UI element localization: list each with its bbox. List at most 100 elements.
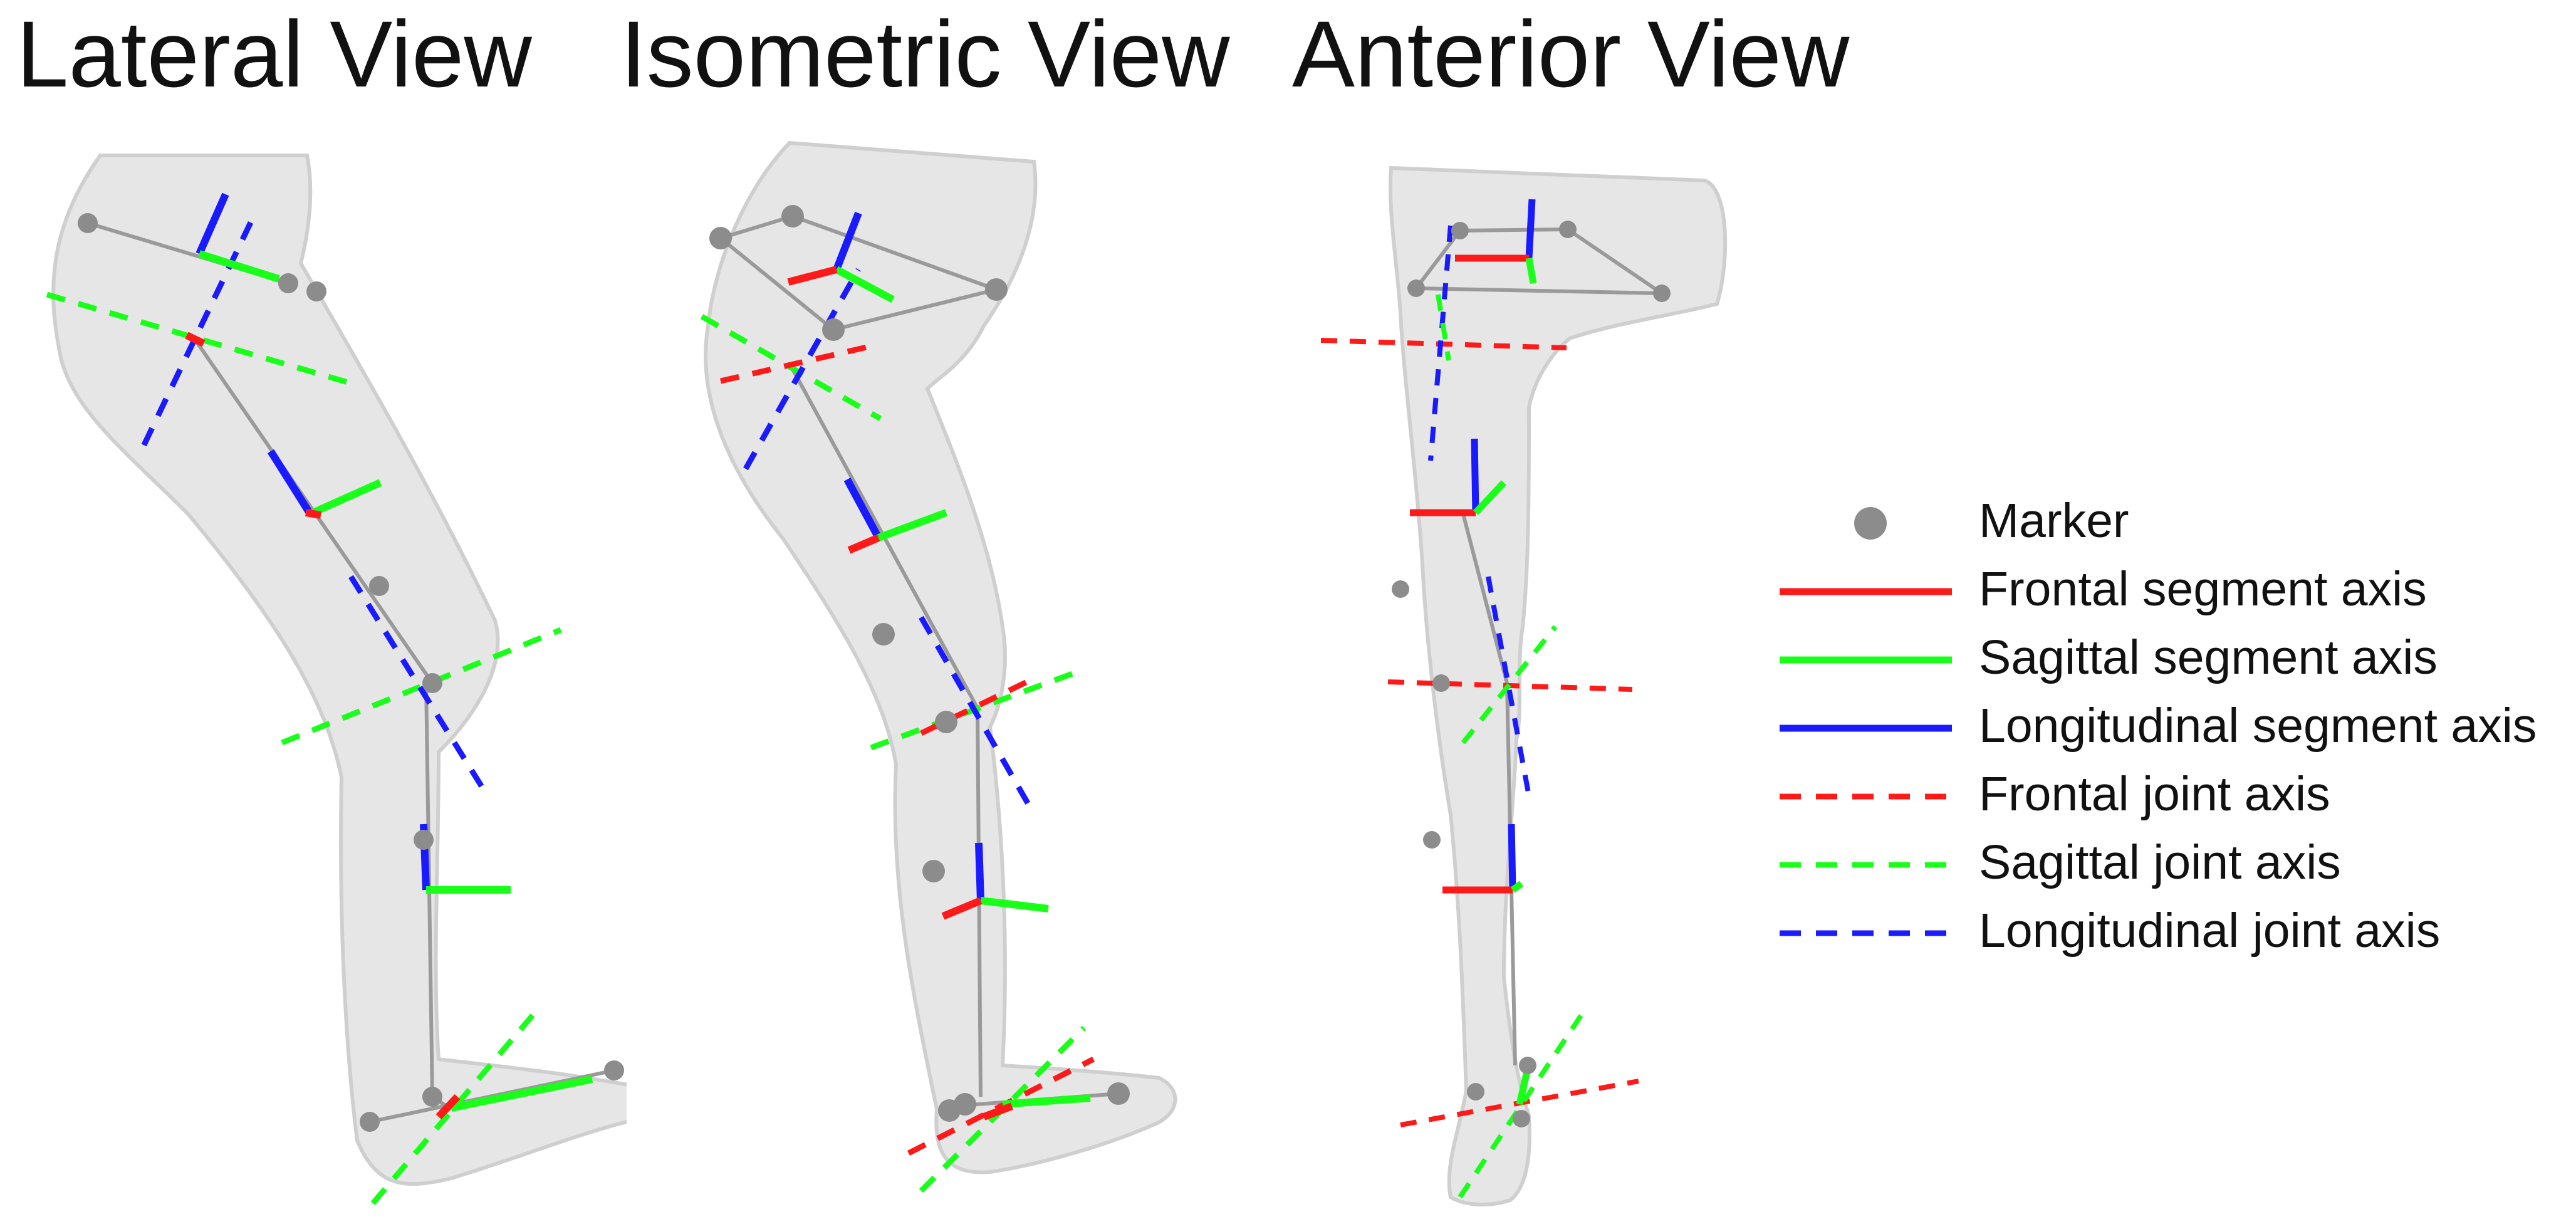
marker — [422, 1087, 442, 1107]
anterior-hip-frontal-joint-axis — [1320, 338, 1567, 350]
lateral-markers — [78, 213, 624, 1132]
marker-swatch-icon — [1854, 507, 1887, 540]
isometric-pelvis-sagittal-segment-axis — [835, 266, 895, 303]
marker — [954, 1093, 976, 1116]
isometric-view-panel — [700, 140, 1177, 1193]
legend-label: Sagittal segment axis — [1979, 630, 2438, 684]
isometric-pelvis-longitudinal-segment-axis — [833, 211, 862, 271]
isometric-foot-frontal-segment-axis — [982, 1102, 1014, 1121]
lateral-ankle-sagittal-joint-axis — [370, 1013, 535, 1205]
marker — [1407, 280, 1425, 297]
isometric-hip-frontal-joint-axis — [719, 342, 879, 384]
anterior-joint-axes — [1320, 225, 1639, 1199]
anterior-hip-longitudinal-joint-axis — [1428, 225, 1453, 461]
marker — [1451, 222, 1469, 239]
isometric-markers — [709, 205, 1130, 1122]
isometric-shank-sagittal-segment-axis — [980, 897, 1049, 913]
marker — [1432, 674, 1450, 692]
dashed-red-line-icon — [1780, 793, 1952, 800]
legend-label: Frontal segment axis — [1979, 562, 2427, 616]
marker — [1423, 831, 1441, 849]
legend-item-longitudinal-segment-axis: Longitudinal segment axis — [1780, 696, 2563, 758]
marker — [1107, 1082, 1130, 1105]
isometric-thigh-sagittal-segment-axis — [877, 509, 948, 541]
lateral-foot-frontal-segment-axis — [435, 1094, 461, 1120]
legend-label: Longitudinal joint axis — [1979, 904, 2441, 958]
lateral-pelvis-sagittal-segment-axis — [198, 250, 280, 283]
marker — [422, 673, 442, 693]
anterior-shank-sagittal-segment-axis — [1510, 881, 1524, 893]
marker — [872, 623, 895, 646]
legend-label: Marker — [1979, 494, 2129, 548]
anterior-view-panel — [1320, 165, 1728, 1206]
legend-item-marker: Marker — [1780, 491, 2563, 553]
marker — [935, 711, 957, 733]
marker — [306, 281, 326, 301]
marker — [278, 273, 298, 293]
lateral-view-panel — [46, 154, 627, 1205]
marker — [822, 318, 845, 341]
anterior-ankle-sagittal-joint-axis — [1457, 1007, 1588, 1199]
marker — [414, 830, 434, 850]
marker — [1392, 580, 1409, 598]
anterior-knee-longitudinal-joint-axis — [1486, 576, 1531, 797]
marker — [604, 1060, 624, 1080]
isometric-pelvis-frontal-segment-axis — [787, 266, 838, 286]
legend-item-frontal-segment-axis: Frontal segment axis — [1780, 559, 2563, 622]
isometric-ankle-frontal-joint-axis — [907, 1056, 1095, 1156]
isometric-knee-longitudinal-joint-axis — [919, 615, 1033, 810]
isometric-segment-axes — [787, 211, 1091, 1121]
anterior-markers — [1392, 221, 1671, 1127]
marker — [1467, 1083, 1484, 1101]
anterior-pelvis-sagittal-segment-axis — [1525, 258, 1537, 284]
lateral-leg-silhouette — [51, 154, 627, 1186]
marker — [709, 227, 732, 249]
lateral-thigh-frontal-segment-axis — [305, 509, 321, 519]
anterior-hip-sagittal-joint-axis — [1436, 294, 1451, 361]
legend-item-sagittal-joint-axis: Sagittal joint axis — [1780, 832, 2563, 895]
lateral-thigh-longitudinal-segment-axis — [267, 449, 314, 516]
isometric-thigh-longitudinal-segment-axis — [843, 478, 882, 540]
isometric-knee-frontal-joint-axis — [920, 677, 1032, 736]
lateral-thigh-sagittal-segment-axis — [308, 479, 382, 518]
solid-blue-line-icon — [1780, 724, 1952, 732]
marker — [985, 278, 1008, 301]
marker — [922, 860, 945, 882]
anterior-foot-sagittal-segment-axis — [1516, 1067, 1531, 1106]
lateral-knee-longitudinal-joint-axis — [348, 575, 488, 795]
lateral-view-title: Lateral View — [16, 1, 532, 107]
marker — [78, 213, 98, 233]
solid-green-line-icon — [1780, 656, 1952, 664]
anterior-thigh-longitudinal-segment-axis — [1471, 438, 1479, 513]
lateral-pelvis-longitudinal-segment-axis — [196, 192, 229, 256]
marker — [781, 205, 804, 227]
anterior-leg-silhouette — [1389, 165, 1728, 1206]
legend-label: Longitudinal segment axis — [1979, 699, 2537, 753]
anterior-segment-axes — [1410, 199, 1537, 1106]
legend-item-longitudinal-joint-axis: Longitudinal joint axis — [1780, 901, 2563, 963]
marker — [1559, 221, 1577, 238]
lateral-foot-sagittal-segment-axis — [450, 1075, 593, 1112]
anterior-shank-longitudinal-segment-axis — [1508, 824, 1516, 891]
legend-label: Sagittal joint axis — [1979, 835, 2341, 889]
isometric-foot-sagittal-segment-axis — [1002, 1094, 1091, 1108]
isometric-leg-silhouette — [704, 140, 1177, 1174]
marker — [1513, 1110, 1530, 1127]
lateral-hip-frontal-segment-axis — [185, 332, 206, 347]
anterior-knee-sagittal-joint-axis — [1461, 625, 1558, 745]
legend-item-frontal-joint-axis: Frontal joint axis — [1780, 764, 2563, 827]
dashed-green-line-icon — [1780, 862, 1952, 868]
marker — [1519, 1057, 1536, 1074]
solid-red-line-icon — [1780, 588, 1952, 595]
isometric-view-title: Isometric View — [620, 1, 1230, 107]
marker — [1653, 285, 1671, 302]
lateral-knee-sagittal-joint-axis — [281, 627, 562, 746]
marker — [360, 1112, 380, 1132]
isometric-shank-frontal-segment-axis — [941, 897, 983, 920]
lateral-hip-sagittal-joint-axis — [46, 291, 349, 385]
isometric-joint-axes — [700, 268, 1095, 1193]
isometric-thigh-frontal-segment-axis — [847, 534, 880, 554]
dashed-blue-line-icon — [1780, 930, 1952, 936]
anterior-thigh-sagittal-segment-axis — [1473, 480, 1507, 515]
